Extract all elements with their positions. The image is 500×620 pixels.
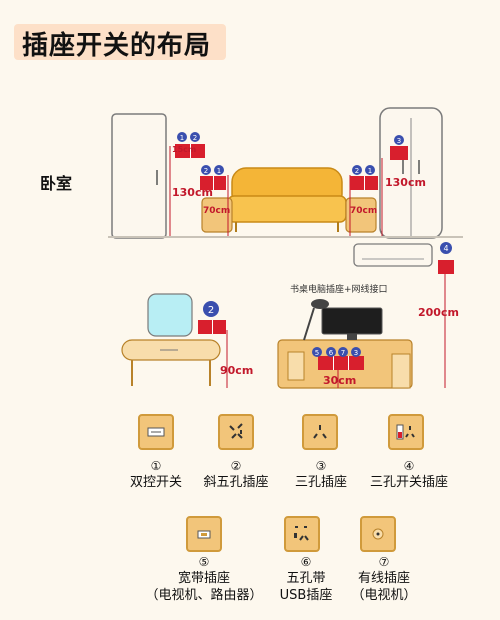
height-vanity-90: 90cm (220, 364, 254, 377)
svg-text:2: 2 (208, 305, 214, 316)
desk-side-cabinet (391, 353, 411, 389)
legend-num: ① (150, 459, 162, 473)
legend-label: 斜五孔插座 (203, 475, 269, 490)
left-wardrobe (111, 113, 167, 239)
svg-text:3: 3 (397, 137, 401, 145)
svg-text:7: 7 (341, 349, 345, 357)
legend-label-sub: （电视机、路由器） (145, 588, 263, 603)
monitor (321, 307, 383, 335)
socket-right-high (390, 146, 408, 160)
svg-text:2: 2 (204, 167, 208, 175)
legend-num: ⑤ (198, 555, 210, 569)
bedroom-detail-view: 4 2 5 6 7 3 (121, 242, 454, 389)
svg-text:1: 1 (368, 167, 372, 175)
legend-item-6: ⑥ 五孔带 USB插座 (266, 554, 346, 604)
double-switch-icon (138, 414, 174, 450)
svg-text:2: 2 (355, 167, 359, 175)
air-conditioner (353, 243, 433, 267)
title-highlight (14, 24, 226, 60)
legend-label: 三孔开关插座 (369, 475, 448, 490)
legend-label-sub: USB插座 (279, 588, 333, 603)
legend-item-4: ④ 三孔开关插座 (362, 458, 456, 491)
svg-text:1: 1 (180, 134, 184, 142)
height-nightstand-left: 70cm (203, 206, 231, 216)
socket-desk (318, 356, 364, 370)
broadband-socket-icon (186, 516, 222, 552)
legend-label: 宽带插座 (177, 571, 230, 586)
legend-item-7: ⑦ 有线插座 （电视机） (344, 554, 424, 604)
svg-text:2: 2 (193, 134, 197, 142)
legend-num: ⑥ (300, 555, 312, 569)
cable-tv-socket-icon (360, 516, 396, 552)
legend-item-5: ⑤ 宽带插座 （电视机、路由器） (136, 554, 272, 604)
legend-item-3: ③ 三孔插座 (286, 458, 356, 491)
socket-ac (438, 260, 454, 274)
height-nightstand-right: 70cm (350, 206, 378, 216)
height-left-15: 15cm (172, 145, 197, 154)
legend-label: 双控开关 (129, 475, 182, 490)
height-desk-30: 30cm (323, 374, 357, 387)
switched-three-hole-socket-icon (388, 414, 424, 450)
desk-socket-note: 书桌电脑插座+网线接口 (290, 285, 388, 295)
legend-item-2: ② 斜五孔插座 (196, 458, 276, 491)
legend-label: 有线插座 (357, 571, 410, 586)
legend-num: ② (230, 459, 242, 473)
height-ac-200: 200cm (418, 306, 459, 319)
svg-text:6: 6 (329, 349, 334, 357)
usb-five-hole-socket-icon (284, 516, 320, 552)
three-hole-socket-icon (302, 414, 338, 450)
legend-label: 五孔带 (286, 571, 326, 586)
legend-item-1: ① 双控开关 (126, 458, 186, 491)
legend-label-sub: （电视机） (351, 588, 417, 603)
page-title: 插座开关的布局 (22, 31, 212, 61)
floor-line (108, 236, 463, 238)
height-right-130: 130cm (385, 176, 426, 189)
svg-text:3: 3 (354, 349, 358, 357)
svg-text:4: 4 (443, 244, 448, 253)
bed-mattress (227, 195, 347, 223)
desk-lamp (303, 307, 315, 341)
svg-text:1: 1 (217, 167, 221, 175)
vanity-mirror (147, 293, 193, 337)
legend-num: ③ (315, 459, 327, 473)
desk-drawer (287, 351, 305, 381)
svg-text:5: 5 (315, 349, 319, 357)
diagonal-five-hole-socket-icon (218, 414, 254, 450)
nightstand-left (201, 197, 233, 233)
room-label: 卧室 (40, 174, 73, 193)
height-left-130: 130cm (172, 186, 213, 199)
legend-num: ⑦ (378, 555, 390, 569)
legend-label: 三孔插座 (294, 475, 347, 490)
legend-num: ④ (403, 459, 415, 473)
nightstand-right (345, 197, 377, 233)
bedroom-front-view: 1 2 2 1 2 1 3 (111, 107, 443, 239)
